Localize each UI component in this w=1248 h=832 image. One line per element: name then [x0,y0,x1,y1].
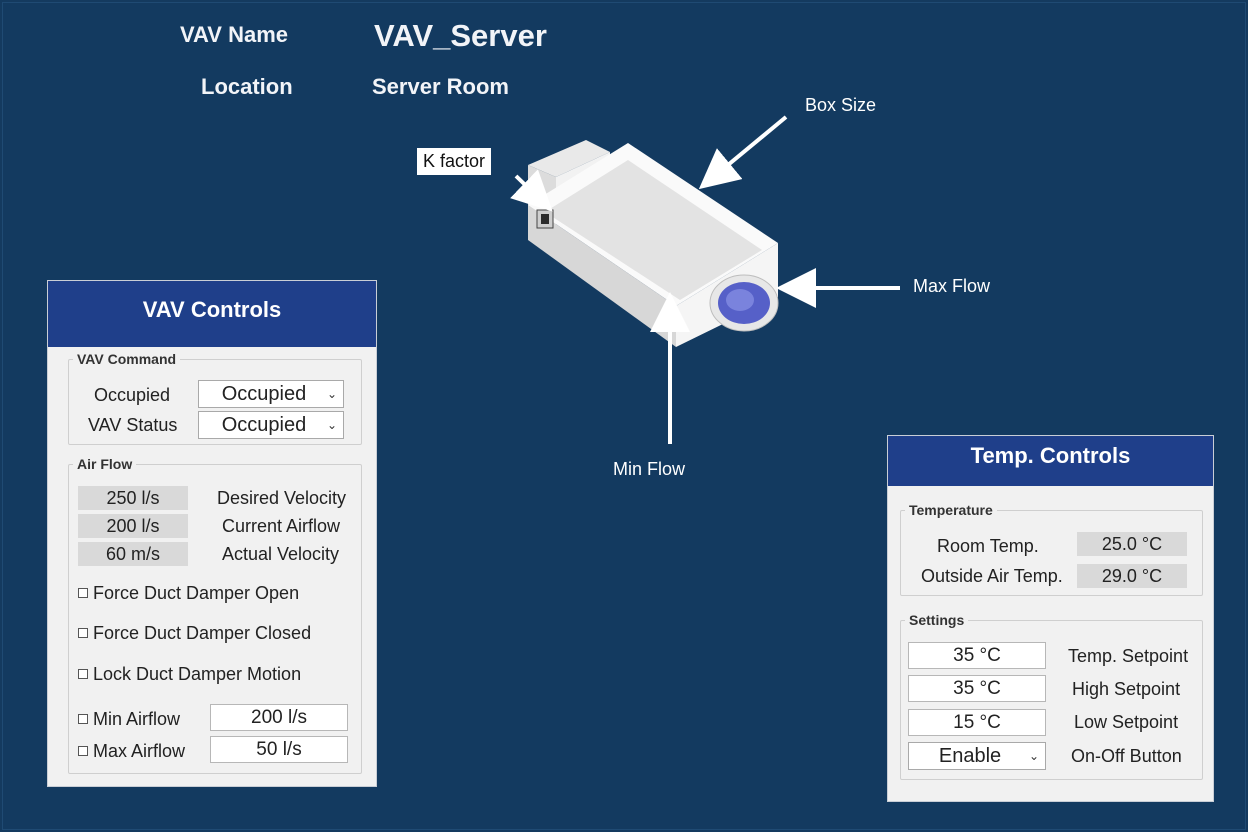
occupied-select-value: Occupied [221,383,307,405]
location-label: Location [201,74,293,99]
temp-controls-title: Temp. Controls [888,436,1213,486]
checkbox-icon [78,588,88,598]
max-flow-callout: Max Flow [913,276,991,296]
chevron-down-icon: ⌄ [1028,749,1039,763]
low-setpoint-input[interactable]: 15 °C [908,709,1046,736]
settings-legend: Settings [909,612,965,628]
temperature-group: Temperature [900,502,1203,596]
settings-group: Settings [900,612,1203,780]
force-closed-label: Force Duct Damper Closed [93,623,312,643]
min-airflow-checkbox[interactable]: Min Airflow [78,709,180,730]
location-value: Server Room [372,74,509,99]
min-airflow-input[interactable]: 200 l/s [210,704,348,731]
room-temp-label: Room Temp. [937,536,1039,556]
checkbox-icon [78,746,88,756]
force-open-checkbox[interactable]: Force Duct Damper Open [78,583,299,604]
actual-velocity-value: 60 m/s [78,542,188,566]
max-airflow-input[interactable]: 50 l/s [210,736,348,763]
on-off-select[interactable]: Enable ⌄ [908,742,1046,770]
occupied-label: Occupied [94,385,171,405]
vav-command-legend: VAV Command [77,351,177,367]
checkbox-icon [78,669,88,679]
current-airflow-label: Current Airflow [222,516,341,536]
desired-velocity-value: 250 l/s [78,486,188,510]
on-off-label: On-Off Button [1071,746,1182,766]
max-airflow-label: Max Airflow [93,741,186,761]
actual-velocity-label: Actual Velocity [222,544,340,564]
room-temp-value: 25.0 °C [1077,532,1187,556]
force-open-label: Force Duct Damper Open [93,583,300,603]
force-closed-checkbox[interactable]: Force Duct Damper Closed [78,623,311,644]
temperature-legend: Temperature [909,502,993,518]
desired-velocity-label: Desired Velocity [217,488,347,508]
vav-command-group: VAV Command [68,351,362,445]
vav-status-label: VAV Status [88,415,178,435]
occupied-select[interactable]: Occupied ⌄ [198,380,344,408]
checkbox-icon [78,714,88,724]
temp-setpoint-input[interactable]: 35 °C [908,642,1046,669]
current-airflow-value: 200 l/s [78,514,188,538]
vav-status-select[interactable]: Occupied ⌄ [198,411,344,439]
box-size-callout: Box Size [805,95,877,115]
temp-setpoint-label: Temp. Setpoint [1068,646,1189,666]
high-setpoint-input[interactable]: 35 °C [908,675,1046,702]
min-airflow-label: Min Airflow [93,709,181,729]
vav-name-label: VAV Name [180,22,289,47]
high-setpoint-label: High Setpoint [1072,679,1181,699]
lock-motion-checkbox[interactable]: Lock Duct Damper Motion [78,664,301,685]
outside-air-temp-label: Outside Air Temp. [921,566,1063,586]
on-off-select-value: Enable [938,745,1002,767]
air-flow-group: Air Flow [68,456,362,774]
outside-air-temp-value: 29.0 °C [1077,564,1187,588]
temp-controls-panel: Temp. Controls Temperature Room Temp. 25… [887,435,1214,802]
min-flow-callout: Min Flow [613,459,686,479]
air-flow-legend: Air Flow [77,456,133,472]
lock-motion-label: Lock Duct Damper Motion [93,664,302,684]
vav-name-value: VAV_Server [374,18,547,53]
vav-status-select-value: Occupied [221,414,307,436]
low-setpoint-label: Low Setpoint [1074,712,1179,732]
vav-controls-panel: VAV Controls VAV Command Occupied Occupi… [47,280,377,787]
chevron-down-icon: ⌄ [326,387,337,401]
k-factor-callout: K factor [417,148,492,175]
checkbox-icon [78,628,88,638]
chevron-down-icon: ⌄ [326,418,337,432]
max-airflow-checkbox[interactable]: Max Airflow [78,741,185,762]
vav-controls-title: VAV Controls [48,281,376,347]
